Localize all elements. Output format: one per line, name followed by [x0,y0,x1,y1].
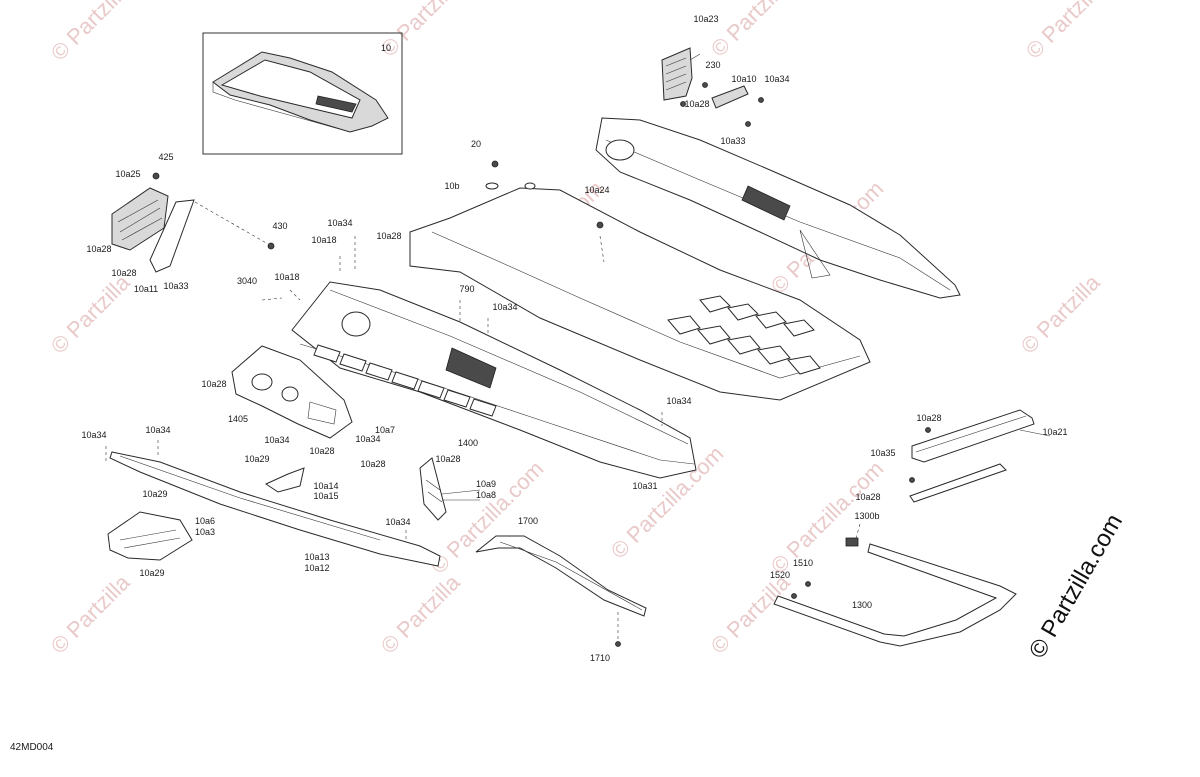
front-bumper-strip [109,451,441,567]
callout-label: 10a34 [385,517,410,527]
callout-label: 10b [444,181,459,191]
watermark: © Partzilla [46,0,135,66]
callout-label: 10a3 [195,527,215,537]
callout-label: 230 [705,60,720,70]
watermark: © Partzilla [1016,269,1105,358]
callout-label: 10a29 [142,489,167,499]
callout-label: 10a21 [1042,427,1067,437]
callout-label: 10a13 [304,552,329,562]
callout-label: 10a34 [264,435,289,445]
callout-label: 1520 [770,570,790,580]
callout-label: 10a6 [195,516,215,526]
callout-label: 1300b [854,511,879,521]
watermark: © Partzilla [46,269,135,358]
callout-label: 10a9 [476,479,496,489]
callout-label: 10a11 [134,284,158,294]
callout-label: 10a34 [492,302,517,312]
callout-label: 10a28 [376,231,401,241]
callout-label: 10a33 [163,281,188,291]
callout-label: 1710 [590,653,610,663]
callout-label: 3040 [237,276,257,286]
inset-box: 10 [202,32,403,155]
callout-label: 10a28 [435,454,460,464]
callout-label: 10a34 [145,425,170,435]
watermark: © Partzilla [706,0,795,62]
callout-label: 10a28 [86,244,111,254]
callout-label: 10a28 [201,379,226,389]
callout-label: 10a18 [311,235,336,245]
callout-label: 425 [158,152,173,162]
callout-label: 1400 [458,438,478,448]
callout-label: 10a29 [139,568,164,578]
front-left-bracket [111,172,275,273]
callout-label: 10a34 [764,74,789,84]
callout-label: 10a25 [115,169,140,179]
callout-label: 10a28 [111,268,136,278]
callout-label: 10a28 [684,99,709,109]
diagram-id: 42MD004 [10,742,54,753]
callout-label: 10a29 [244,454,269,464]
callout-label: 10a34 [666,396,691,406]
callout-label: 10a7 [375,425,395,435]
callout-label: 10a28 [360,459,385,469]
callout-label: 10a28 [855,492,880,502]
front-lower-plate [107,511,193,561]
main-tunnel-side [291,281,697,479]
callout-label: 10a34 [327,218,352,228]
callout-label: 10a23 [693,14,718,24]
right-side-panel [595,117,961,299]
callout-label: 1700 [518,516,538,526]
callout-label: 10a31 [632,481,657,491]
callout-label: 10a18 [274,272,299,282]
callout-label: 10a28 [309,446,334,456]
callout-label: 1405 [228,414,248,424]
tunnel-top-plate [409,160,871,401]
callout-label: 10a33 [720,136,745,146]
callout-label: 1300 [852,600,872,610]
callout-label: 430 [272,221,287,231]
curved-rail [475,535,647,647]
watermark: © Partzilla [46,569,135,658]
small-bracket [264,467,305,493]
tunnel-vent-slots [667,295,821,375]
watermark: © Partzilla [376,569,465,658]
upper-right-bracket [661,47,764,127]
callout-label: 10a35 [870,448,895,458]
callout-label: 10a10 [731,74,756,84]
callout-label: 10a15 [313,491,338,501]
callout-label: 10a34 [81,430,106,440]
watermark: © Partzilla [1021,0,1110,64]
leader-lines [105,53,1051,540]
callout-labels: 10a23 230 10a10 10a34 10a28 10a33 20 425 10a25 10… [81,14,1067,663]
skid-runner [773,537,1017,647]
callout-label: 10a28 [916,413,941,423]
brand-watermark: © Partzilla.com [1024,509,1128,663]
callout-label: 10a14 [313,481,338,491]
callout-label: 1510 [793,558,813,568]
inset-label: 10 [381,43,391,53]
callout-label: 10a24 [584,185,609,195]
callout-label: 20 [471,139,481,149]
left-side-plate [231,345,353,439]
right-rail [909,409,1035,503]
callout-label: 10a12 [304,563,329,573]
watermark: © Partzilla [706,569,795,658]
callout-label: 10a34 [355,434,380,444]
callout-label: 10a8 [476,490,496,500]
mount-bracket [419,457,447,521]
callout-label: 790 [459,284,474,294]
